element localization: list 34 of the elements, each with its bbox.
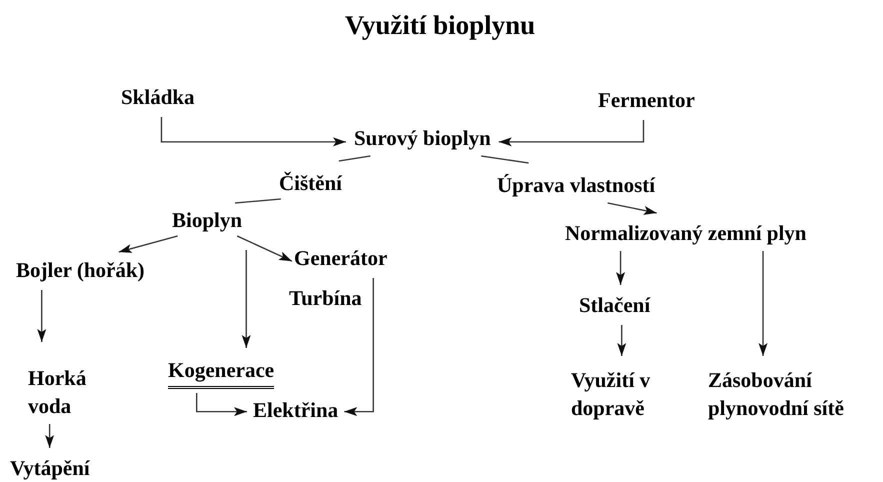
arrow bbox=[344, 278, 374, 416]
arrow bbox=[617, 325, 626, 356]
node-label: Úprava vlastností bbox=[497, 169, 656, 201]
arrow bbox=[37, 290, 46, 342]
node-label: Turbína bbox=[289, 282, 362, 314]
node-label: Skládka bbox=[121, 81, 195, 113]
arrow bbox=[608, 202, 657, 215]
node-label: Zásobování plynovodní sítě bbox=[708, 364, 883, 424]
node-label: Stlačení bbox=[579, 289, 650, 321]
arrow bbox=[160, 117, 346, 146]
arrow bbox=[498, 120, 644, 146]
node-label: Fermentor bbox=[598, 84, 695, 116]
title: Využití bioplynu bbox=[344, 9, 536, 42]
arrow bbox=[616, 251, 626, 285]
connector-line bbox=[234, 198, 281, 204]
arrow bbox=[45, 424, 54, 448]
node-label: Horká voda bbox=[28, 362, 118, 422]
node-label: Elektřina bbox=[253, 394, 338, 426]
node-label: Bojler (hořák) bbox=[16, 254, 145, 286]
node-label: Vytápění bbox=[10, 452, 90, 482]
connector-line bbox=[338, 155, 371, 162]
node-label: Surový bioplyn bbox=[354, 122, 491, 154]
arrow bbox=[118, 235, 178, 253]
node-label: Čištění bbox=[279, 167, 342, 199]
arrow bbox=[196, 393, 247, 416]
node-label: Generátor bbox=[294, 242, 388, 274]
connector-line bbox=[481, 155, 529, 164]
node-label: Kogenerace bbox=[168, 354, 274, 389]
arrow bbox=[758, 251, 768, 356]
node-label: Bioplyn bbox=[172, 204, 242, 236]
arrow bbox=[242, 250, 251, 348]
node-label: Normalizovaný zemní plyn bbox=[565, 217, 806, 249]
arrow bbox=[236, 235, 292, 262]
node-label: Využití v dopravě bbox=[571, 364, 683, 424]
